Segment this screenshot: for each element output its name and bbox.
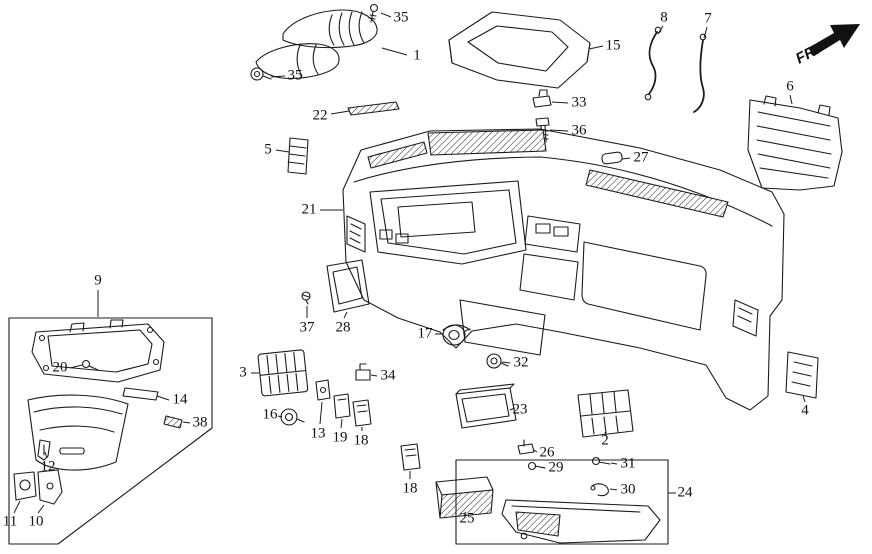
part-hook-30 [590,483,609,497]
leader-line-16 [277,415,283,418]
part-glovebox-frame-9 [31,319,165,383]
part-blank-18b [400,443,421,471]
part-cluster-visor [448,11,591,89]
part-screw-20 [81,359,99,371]
part-screw-29 [527,461,546,471]
leader-line-10 [37,504,45,514]
leader-line-25 [463,511,467,515]
part-knob-32 [486,353,509,369]
part-clip-27 [601,151,623,165]
leader-line-35-left [270,75,286,78]
part-blank-18a [352,399,372,427]
part-clip-33 [532,89,552,108]
leader-line-14 [156,395,170,401]
part-glovebox-door [27,394,129,471]
leader-line-8 [657,25,664,35]
part-bracket-5 [287,137,309,175]
leader-line-13 [319,401,323,425]
leader-line-29 [539,466,546,469]
leader-line-15 [588,45,604,50]
part-knob-35 [250,67,272,81]
part-vent-2 [577,389,634,438]
leader-line-12 [44,451,48,459]
leader-line-20 [69,364,83,369]
leader-line-36 [549,129,569,132]
part-group-box-24 [455,459,669,545]
part-side-defroster-duct-6 [747,95,843,191]
part-bracket-10 [37,469,63,505]
leader-line-1 [381,47,408,56]
leader-line-27 [621,157,631,160]
part-column-cover-lower [255,43,340,79]
part-screw-35-top [368,3,379,23]
leader-line-33 [551,101,569,104]
leader-line-4 [802,395,806,403]
leader-line-30 [609,488,618,491]
part-vent-3 [257,349,309,397]
leader-line-31 [610,462,618,465]
leader-line-11 [13,500,21,514]
part-side-vent-4 [785,351,819,399]
part-group-box-9 [8,317,213,545]
part-screw-37 [301,291,311,305]
leader-line-6 [789,94,793,105]
part-ashtray-25 [435,476,494,519]
part-seal-strip-22 [347,101,400,116]
leader-line-35-top [380,12,392,18]
leader-line-26 [533,449,538,453]
leader-line-23 [509,407,516,411]
part-rod-8 [644,26,662,101]
leader-line-22 [330,110,350,115]
part-knob-16 [280,408,305,426]
part-lid-28 [326,259,370,313]
part-pin-38 [163,415,183,429]
leader-line-7 [703,26,708,39]
part-clip-26 [517,439,535,455]
part-bracket-13 [315,379,331,401]
leader-line-5 [275,149,290,153]
part-clip-12 [37,439,51,461]
part-clip-34 [355,363,371,381]
leader-line-32 [501,361,511,364]
leader-lines [13,12,806,515]
part-instrument-panel-21 [342,128,785,411]
leader-line-38 [182,421,191,424]
part-lamp-11 [13,471,37,501]
fr-direction-arrow: FR. [793,24,860,68]
part-pocket-23 [455,383,517,429]
leader-line-28 [343,311,348,319]
part-bolt-31 [591,456,611,466]
leader-line-2 [604,431,607,437]
part-lower-lid-24 [501,499,661,544]
part-grommet-17 [442,324,471,346]
part-rod-7 [693,33,707,113]
leader-line-19 [340,418,343,429]
leader-line-34 [370,374,378,377]
part-blank-19 [333,393,351,419]
part-column-cover-upper [282,9,378,49]
part-strip-14 [122,387,159,401]
